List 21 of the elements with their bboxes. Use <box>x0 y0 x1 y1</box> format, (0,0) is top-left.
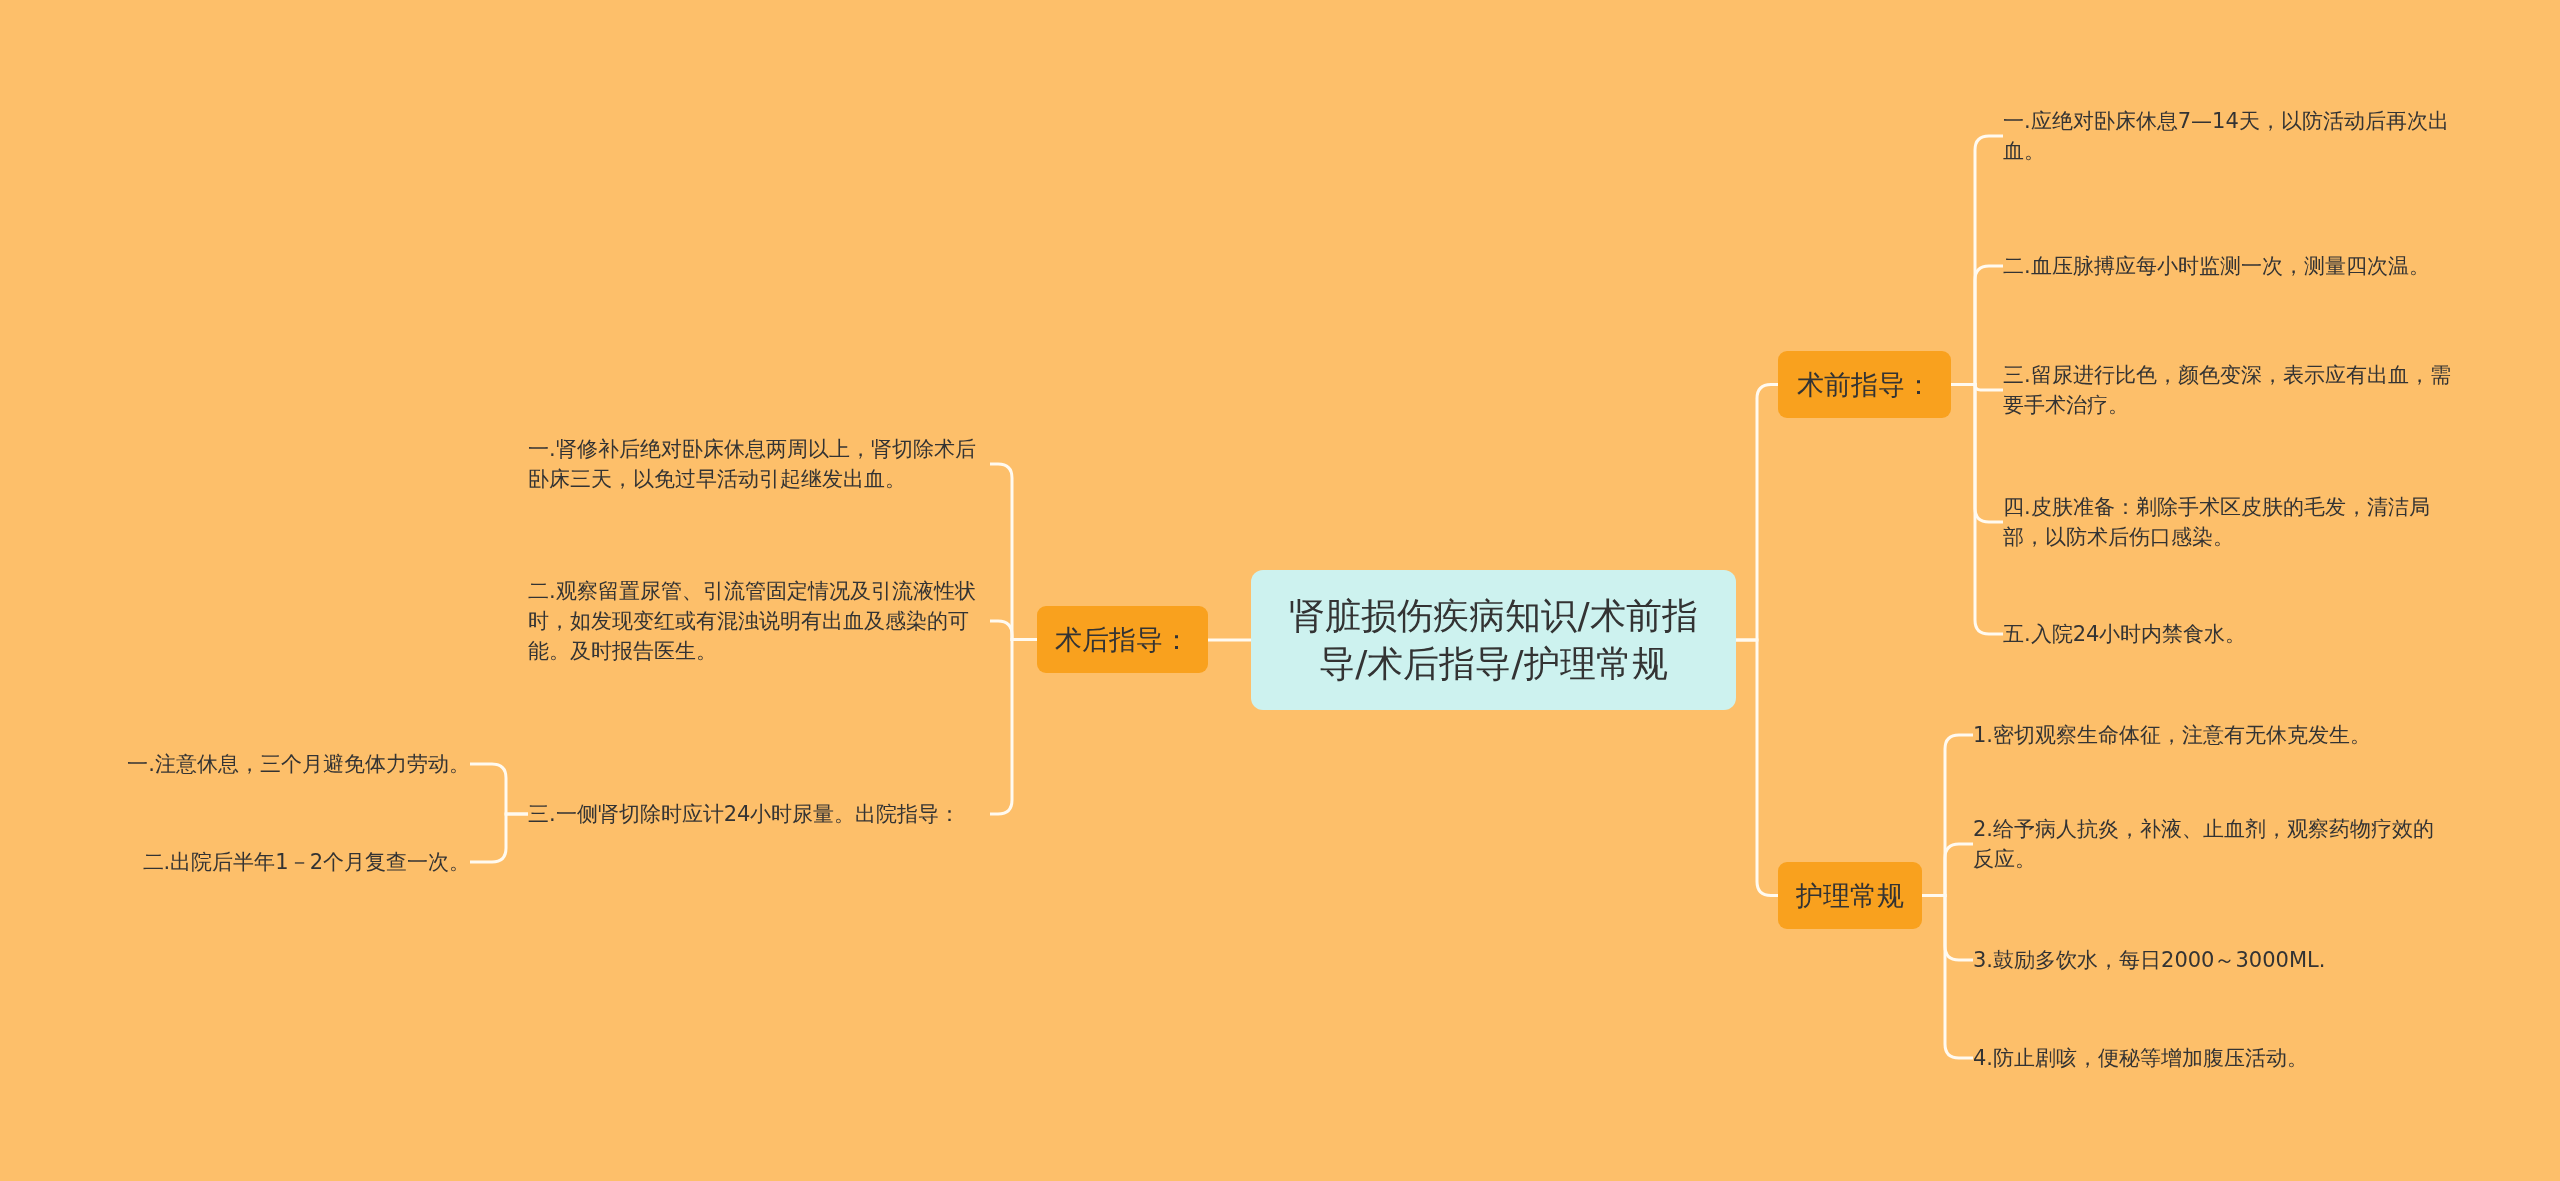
topic-text: 二.血压脉搏应每小时监测一次，测量四次温。 <box>2003 253 2430 280</box>
branch-box: 护理常规 <box>1778 862 1922 929</box>
topic-box: 肾脏损伤疾病知识/术前指导/术后指导/护理常规 <box>1251 570 1736 710</box>
topic-text: 一.注意休息，三个月避免体力劳动。 <box>127 751 470 778</box>
topic-text: 三.一侧肾切除时应计24小时尿量。出院指导： <box>528 801 961 828</box>
topic-text: 2.给予病人抗炎，补液、止血剂，观察药物疗效的反应。 <box>1973 816 2436 873</box>
topic-text: 3.鼓励多饮水，每日2000～3000ML. <box>1973 947 2326 974</box>
topic-text: 一.肾修补后绝对卧床休息两周以上，肾切除术后卧床三天，以免过早活动引起继发出血。 <box>528 436 977 493</box>
topic-text: 二.观察留置尿管、引流管固定情况及引流液性状时，如发现变红或有混浊说明有出血及感染的可能。及时报告医生。 <box>528 578 977 665</box>
topic-text: 五.入院24小时内禁食水。 <box>2003 621 2247 648</box>
connector-line <box>1736 638 1778 897</box>
topic-text: 三.留尿进行比色，颜色变深，表示应有出血，需要手术治疗。 <box>2003 362 2452 419</box>
topic-text: 4.防止剧咳，便秘等增加腹压活动。 <box>1973 1045 2309 1072</box>
topic-text: 1.密切观察生命体征，注意有无休克发生。 <box>1973 722 2372 749</box>
branch-box: 术后指导： <box>1037 606 1208 673</box>
branch-box: 术前指导： <box>1778 351 1951 418</box>
connector-line <box>470 812 528 864</box>
topic-text: 二.出院后半年1－2个月复查一次。 <box>142 849 470 876</box>
topic-text: 四.皮肤准备：剃除手术区皮肤的毛发，清洁局部，以防术后伤口感染。 <box>2003 494 2431 551</box>
topic-text: 一.应绝对卧床休息7—14天，以防活动后再次出血。 <box>2003 108 2450 165</box>
connector-line <box>1208 638 1251 642</box>
